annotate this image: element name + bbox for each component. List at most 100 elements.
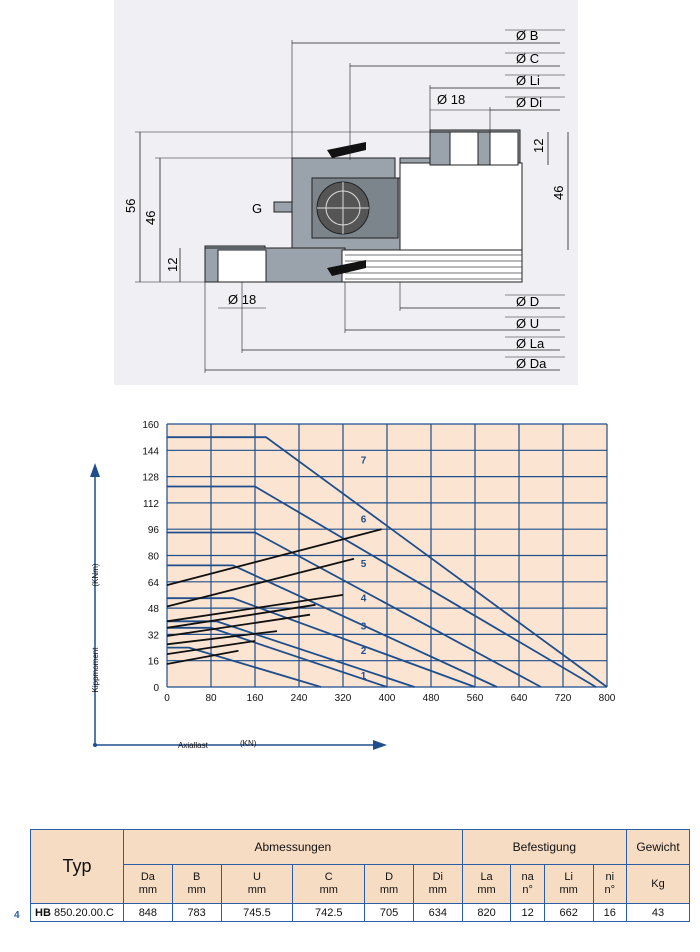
- curve-label-2: 2: [361, 646, 367, 657]
- table-cell: 742.5: [292, 903, 366, 922]
- curve-label-7: 7: [361, 455, 367, 466]
- dim-label-right: Ø Di: [516, 95, 542, 110]
- column-header-name: C: [324, 871, 333, 883]
- lower-seal: [327, 260, 366, 276]
- curve-label-4: 4: [361, 594, 367, 605]
- dim-label-56: 56: [123, 199, 138, 213]
- column-header-name: Da: [140, 871, 155, 883]
- x-tick-label: 400: [379, 693, 396, 704]
- bolt-curve-7: [166, 557, 355, 608]
- column-header-unit: mm: [319, 884, 338, 896]
- column-header-unit: mm: [379, 884, 399, 896]
- dim-label-12-right: 12: [531, 139, 546, 153]
- column-header-name: U: [252, 871, 261, 883]
- column-header-unit: Kg: [651, 877, 665, 890]
- curve-label-1: 1: [361, 671, 367, 682]
- column-header-unit: mm: [428, 884, 447, 896]
- column-header-name: Li: [564, 871, 573, 883]
- column-header-unit: mm: [559, 884, 578, 896]
- axis-origin-dot: [93, 743, 97, 747]
- y-tick-label: 0: [153, 683, 159, 694]
- y-axis-unit: (KNm): [91, 563, 100, 586]
- gewicht-header: Gewicht: [626, 829, 690, 865]
- dim-label-right: Ø B: [516, 28, 538, 43]
- dim-label-12-left: 12: [165, 258, 180, 272]
- table-cell: 745.5: [220, 903, 294, 922]
- y-tick-label: 96: [148, 525, 160, 536]
- column-header-unit: mm: [138, 884, 158, 896]
- x-tick-label: 240: [291, 693, 308, 704]
- x-tick-label: 320: [335, 693, 352, 704]
- y-axis-label: Kippmoment: [91, 647, 100, 693]
- table-cell: 820: [461, 903, 512, 922]
- limit-curve-7: [167, 485, 597, 688]
- outer-ring-body: [399, 162, 523, 256]
- limit-curve-8: [167, 436, 608, 688]
- table-cell: 848: [123, 903, 173, 922]
- abmessungen-header: Abmessungen: [123, 829, 463, 865]
- y-tick-label: 80: [148, 552, 160, 563]
- column-header-unit: n°: [522, 884, 533, 896]
- bolt-curve-2: [166, 640, 256, 655]
- x-axis-label: Axiallast: [178, 741, 209, 750]
- outer-flange-step: [489, 131, 519, 166]
- curve-label-3: 3: [361, 621, 367, 632]
- x-tick-label: 160: [247, 693, 264, 704]
- limit-curve-1: [167, 646, 322, 688]
- curve-label-5: 5: [361, 559, 367, 570]
- limit-curve-3: [167, 620, 415, 688]
- limit-curve-4: [167, 597, 476, 688]
- y-tick-label: 16: [148, 657, 160, 668]
- dim-label-46-left: 46: [143, 211, 158, 225]
- dim-label-bottom: Ø La: [516, 336, 545, 351]
- column-header-unit: mm: [247, 884, 267, 896]
- bolt-curve-8: [166, 528, 382, 586]
- x-tick-label: 560: [467, 693, 484, 704]
- column-header-name: La: [480, 871, 493, 883]
- limit-curve-2: [167, 626, 388, 688]
- column-header: Kg: [626, 864, 690, 904]
- dim-label-46-right: 46: [551, 186, 566, 200]
- column-header-name: B: [192, 871, 201, 883]
- column-header-name: D: [385, 871, 394, 883]
- table-cell: 634: [412, 903, 463, 922]
- upper-seal: [327, 142, 366, 158]
- bolt-curve-1: [166, 649, 239, 665]
- dim-label-bottom: Ø U: [516, 316, 539, 331]
- table-cell: 16: [592, 903, 628, 922]
- dim-label-hole-top: Ø 18: [437, 92, 465, 107]
- y-axis-arrowhead: [90, 463, 100, 477]
- bolt-curve-4: [166, 613, 311, 637]
- x-tick-label: 80: [205, 693, 217, 704]
- x-tick-label: 480: [423, 693, 440, 704]
- grease-nipple: [273, 201, 293, 213]
- y-tick-label: 64: [148, 578, 160, 589]
- x-tick-label: 640: [511, 693, 528, 704]
- typ-bold: HB: [35, 906, 51, 919]
- column-header-unit: mm: [187, 884, 206, 896]
- y-tick-label: 160: [142, 420, 159, 431]
- typ-code: 850.20.00.C: [53, 906, 114, 919]
- page-number: 4: [14, 910, 20, 921]
- y-tick-label: 144: [142, 446, 159, 457]
- table-cell: 12: [510, 903, 545, 922]
- curve-label-6: 6: [361, 515, 367, 526]
- y-tick-label: 112: [143, 499, 159, 510]
- column-header-name: Di: [432, 871, 443, 883]
- bolt-curve-6: [166, 594, 344, 623]
- table-cell: 662: [543, 903, 594, 922]
- x-axis-arrowhead: [373, 740, 387, 750]
- dim-label-bottom: Ø Da: [516, 356, 547, 371]
- limit-curve-6: [167, 531, 542, 688]
